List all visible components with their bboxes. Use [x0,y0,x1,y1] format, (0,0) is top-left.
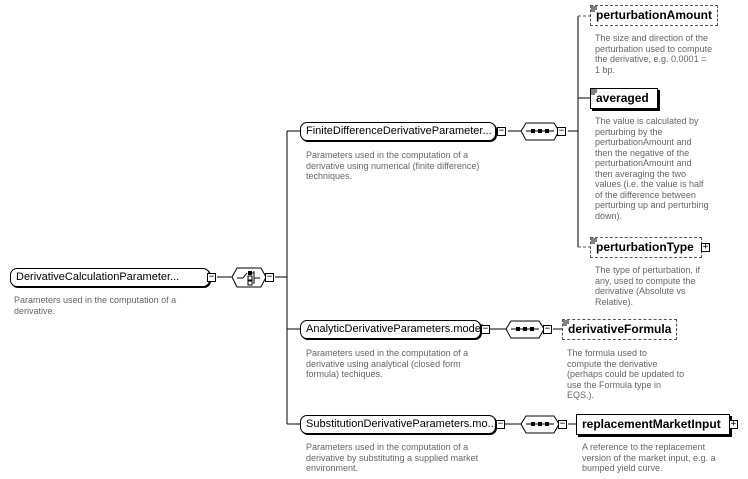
root-description: Parameters used in the computation of a … [14,295,177,316]
substitution-group-label: SubstitutionDerivativeParameters.mo... [306,418,497,430]
sequence-collapse-toggle[interactable]: − [543,324,552,334]
averaged-element[interactable]: averaged [590,88,658,109]
sequence-compositor-icon [520,122,560,141]
derivative-formula-description: The formula used to compute the derivati… [567,348,685,400]
sequence-collapse-toggle[interactable]: − [558,419,567,429]
text-content-icon [591,89,597,95]
perturbation-type-expand-toggle[interactable]: + [701,242,710,252]
replacement-market-input-element[interactable]: replacementMarketInput [576,414,730,435]
analytic-group-node[interactable]: AnalyticDerivativeParameters.model [300,320,484,339]
root-collapse-toggle[interactable]: − [207,272,216,282]
averaged-label: averaged [596,91,649,105]
finite-difference-collapse-toggle[interactable]: − [497,126,506,136]
perturbation-amount-description: The size and direction of the perturbati… [595,33,713,75]
derivative-formula-element[interactable]: derivativeFormula [562,319,677,340]
choice-collapse-toggle[interactable]: − [265,272,274,282]
choice-compositor-icon [231,267,267,288]
substitution-collapse-toggle[interactable]: − [496,419,505,429]
perturbation-type-description: The type of perturbation, if any, used t… [595,265,701,307]
perturbation-amount-label: perturbationAmount [596,8,712,22]
sequence-compositor-icon [505,320,545,339]
replacement-market-input-label: replacementMarketInput [582,417,721,431]
finite-difference-group-label: FiniteDifferenceDerivativeParameter... [306,125,492,137]
perturbation-type-element[interactable]: perturbationType [590,237,702,258]
text-content-icon [591,6,597,12]
derivative-formula-label: derivativeFormula [568,322,672,336]
root-node[interactable]: DerivativeCalculationParameter... [10,268,210,287]
averaged-description: The value is calculated by perturbing by… [595,116,709,221]
root-label: DerivativeCalculationParameter... [16,271,180,283]
finite-difference-group-node[interactable]: FiniteDifferenceDerivativeParameter... [300,122,496,141]
text-content-icon [591,238,597,244]
perturbation-type-label: perturbationType [596,240,694,254]
analytic-description: Parameters used in the computation of a … [306,348,469,379]
sequence-collapse-toggle[interactable]: − [557,126,566,136]
sequence-compositor-icon [520,415,560,434]
analytic-collapse-toggle[interactable]: − [481,324,490,334]
perturbation-amount-element[interactable]: perturbationAmount [590,5,718,26]
substitution-description: Parameters used in the computation of a … [306,442,479,473]
finite-difference-description: Parameters used in the computation of a … [306,150,480,181]
analytic-group-label: AnalyticDerivativeParameters.model [306,323,484,335]
text-content-icon [563,320,569,326]
substitution-group-node[interactable]: SubstitutionDerivativeParameters.mo... [300,415,497,434]
replacement-market-input-expand-toggle[interactable]: + [729,419,738,429]
replacement-market-input-description: A reference to the replacement version o… [582,442,716,473]
